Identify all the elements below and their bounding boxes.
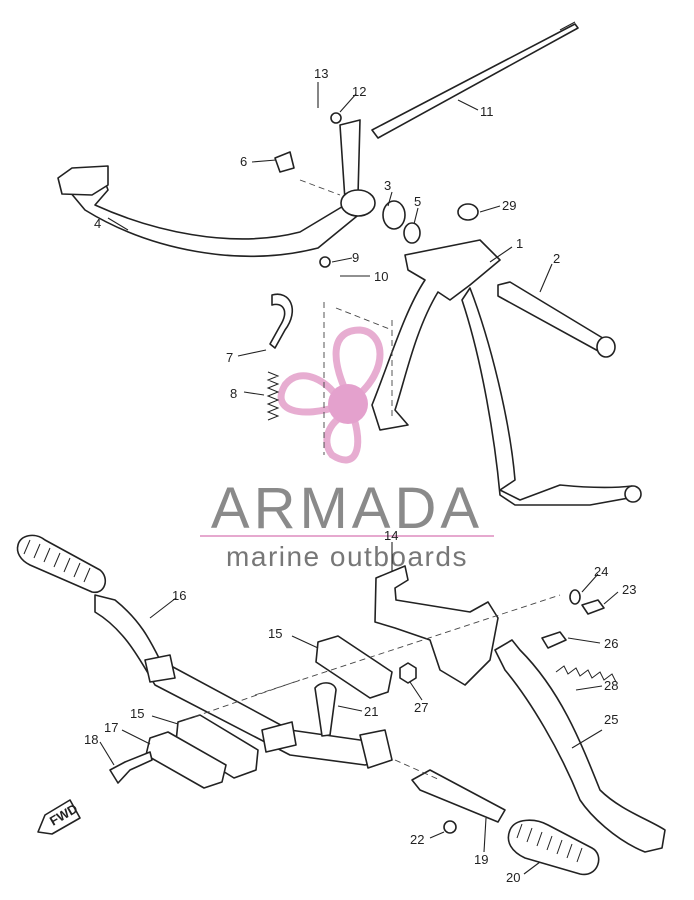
pin-26	[541, 631, 567, 649]
callout-29: 29	[502, 198, 516, 213]
callout-26: 26	[604, 636, 618, 651]
callout-24: 24	[594, 564, 608, 579]
callout-7: 7	[226, 350, 233, 365]
washer	[403, 222, 421, 244]
clip	[274, 151, 295, 173]
bolt-21	[314, 682, 337, 737]
bracket-upper	[315, 635, 393, 699]
callout-21: 21	[364, 704, 378, 719]
callout-8: 8	[230, 386, 237, 401]
rear-bracket	[374, 565, 499, 686]
washer-24	[569, 589, 581, 605]
footpeg-rubber-right	[507, 819, 600, 876]
callout-22: 22	[410, 832, 424, 847]
callout-11: 11	[480, 104, 494, 119]
step-bracket	[411, 769, 506, 823]
callout-4: 4	[94, 216, 101, 231]
cap	[457, 203, 479, 221]
callout-14: 14	[384, 528, 398, 543]
callout-1: 1	[516, 236, 523, 251]
rear-pedal	[494, 639, 666, 853]
upper-assembly	[57, 21, 642, 506]
callout-6: 6	[240, 154, 247, 169]
callout-27: 27	[414, 700, 428, 715]
washer-small	[319, 256, 331, 268]
fwd-arrow-icon	[37, 799, 81, 835]
nut-27	[399, 662, 417, 684]
callout-15-upper: 15	[268, 626, 282, 641]
callout-20: 20	[506, 870, 520, 885]
callout-18: 18	[84, 732, 98, 747]
callout-2: 2	[553, 251, 560, 266]
stand-shaft	[497, 281, 607, 353]
nut-22	[443, 820, 457, 834]
spring-hook	[269, 293, 294, 349]
armada-logo: ARMADA marine outboards	[200, 326, 494, 572]
brake-rod	[371, 23, 579, 139]
return-spring	[266, 371, 280, 421]
pivot-boss	[340, 189, 376, 217]
nut-small	[330, 112, 342, 124]
main-stand	[371, 239, 501, 431]
callout-3: 3	[384, 178, 391, 193]
brake-arm	[339, 119, 361, 201]
brand-name: ARMADA	[211, 476, 483, 541]
lower-assembly: FWD	[16, 534, 666, 876]
pedal-spring	[555, 665, 617, 683]
callout-labels: 1 2 3 4 5 6 7 8 9 10 11 12 13 14 15 15 1…	[84, 66, 636, 885]
callout-23: 23	[622, 582, 636, 597]
bolt-23	[581, 599, 605, 615]
callout-10: 10	[374, 269, 388, 284]
leader-lines	[99, 82, 619, 875]
callout-15-lower: 15	[130, 706, 144, 721]
footpeg-rubber-left	[16, 534, 107, 594]
callout-19: 19	[474, 852, 488, 867]
callout-17: 17	[104, 720, 118, 735]
callout-5: 5	[414, 194, 421, 209]
propeller-icon	[277, 326, 384, 464]
callout-12: 12	[352, 84, 366, 99]
callout-28: 28	[604, 678, 618, 693]
callout-25: 25	[604, 712, 618, 727]
callout-9: 9	[352, 250, 359, 265]
callout-16: 16	[172, 588, 186, 603]
gasket	[382, 200, 406, 230]
pedal-pad	[57, 165, 109, 196]
bolt-18	[109, 751, 153, 784]
brand-tagline: marine outboards	[226, 541, 468, 572]
callout-13: 13	[314, 66, 328, 81]
